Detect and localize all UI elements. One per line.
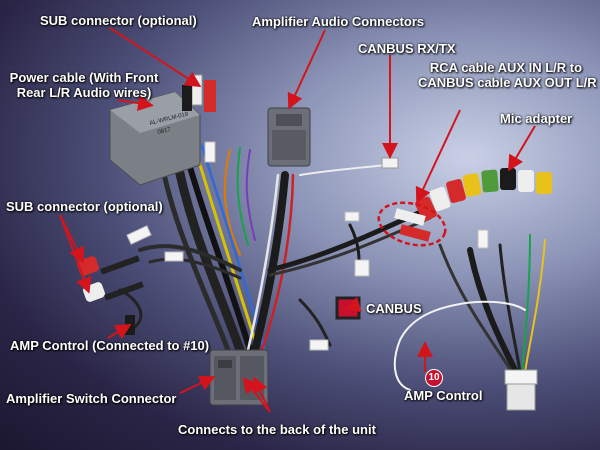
wire-tag [126, 225, 152, 245]
amp-control-plug [125, 315, 135, 335]
wire-tag [204, 141, 216, 163]
annotation-arrows [59, 27, 536, 413]
arrow-mic [507, 125, 536, 172]
label-canbus-rxtx: CANBUS RX/TX [358, 41, 456, 56]
label-power-cable-line2: Rear L/R Audio wires) [16, 85, 152, 100]
amp-control-plug-white [506, 383, 536, 411]
label-amp-control-connected: AMP Control (Connected to #10) [10, 338, 210, 353]
amp-control-connector-white [504, 369, 538, 385]
rca-highlight-ellipse [377, 201, 447, 247]
arrow-amp-control [107, 323, 132, 340]
arrow-sub-left-2 [59, 214, 92, 294]
arrow-canbus [344, 296, 362, 313]
amplifier-audio-connector [267, 107, 311, 167]
canbus-rxtx-plug [381, 157, 399, 169]
label-amp-control: AMP Control [404, 388, 483, 403]
label-rca-cable-line2: CANBUS cable AUX OUT L/R [418, 75, 597, 90]
arrow-rca [415, 109, 461, 204]
arrow-back-1 [242, 376, 271, 413]
label-amplifier-switch-connector: Amplifier Switch Connector [6, 391, 177, 406]
wire-tag [354, 259, 370, 277]
label-connects-to-back: Connects to the back of the unit [178, 422, 376, 437]
label-power-cable-line1: Power cable (With Front [9, 70, 159, 85]
svg-text:0817: 0817 [157, 127, 172, 136]
arrow-amp-switch [179, 375, 216, 394]
label-sub-connector-top: SUB connector (optional) [40, 13, 197, 28]
mic-adapter-rca-fan [394, 168, 552, 242]
arrow-back-2 [252, 376, 271, 413]
wire-tag [344, 211, 360, 222]
arrow-amp-audio [287, 29, 326, 110]
wire-tag [164, 251, 184, 262]
label-sub-connector-left: SUB connector (optional) [6, 199, 163, 214]
power-module: AL-WRLM-019 0817 [109, 91, 201, 186]
label-amplifier-audio-connectors: Amplifier Audio Connectors [252, 14, 425, 29]
label-canbus: CANBUS [366, 301, 422, 316]
label-power-cable: Power cable (With Front Rear L/R Audio w… [4, 70, 164, 100]
wire-bundle [118, 144, 546, 391]
amp-control-number-badge: 10 [425, 369, 443, 387]
wire-tag [477, 229, 489, 249]
label-rca-cable-line1: RCA cable AUX IN L/R to [429, 60, 583, 75]
label-rca-cable: RCA cable AUX IN L/R to CANBUS cable AUX… [418, 60, 597, 90]
arrow-sub-top [109, 27, 202, 88]
wire-tag [309, 339, 329, 351]
label-mic-adapter: Mic adapter [500, 111, 573, 126]
arrow-power [117, 95, 154, 112]
sub-connector-top [182, 74, 216, 112]
sub-connector-left [76, 255, 144, 302]
